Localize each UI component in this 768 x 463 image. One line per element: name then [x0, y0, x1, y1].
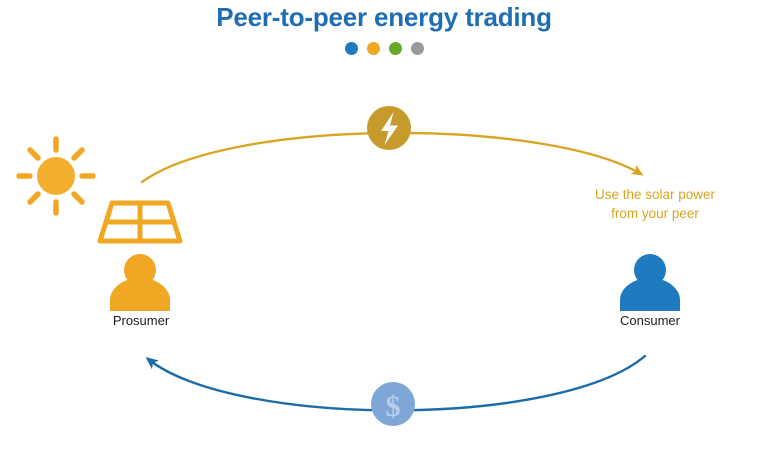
energy-flow-caption-line1: Use the solar power: [594, 187, 716, 202]
solar-panel-icon: [97, 200, 183, 244]
consumer-label: Consumer: [620, 313, 680, 328]
dollar-sign-icon: $: [386, 390, 401, 423]
prosumer-label: Prosumer: [112, 313, 170, 328]
lightning-bolt-icon: [381, 112, 398, 145]
dot-orange-icon: [366, 42, 380, 55]
prosumer-person-icon: [110, 254, 170, 311]
energy-flow-caption-line2: from your peer: [611, 206, 699, 221]
page-title: Peer-to-peer energy trading: [216, 2, 552, 32]
lightning-bolt-badge: [367, 106, 411, 150]
dot-blue-icon: [344, 42, 358, 55]
energy-flow-caption: Use the solar power from your peer: [560, 185, 750, 223]
decorative-dots: [0, 42, 768, 55]
sun-icon: [16, 136, 96, 216]
dollar-coin-badge: $: [371, 382, 415, 426]
consumer-person-icon: [620, 254, 680, 311]
dot-gray-icon: [410, 42, 424, 55]
dollar-badge-circle: [371, 382, 415, 426]
dot-green-icon: [388, 42, 402, 55]
